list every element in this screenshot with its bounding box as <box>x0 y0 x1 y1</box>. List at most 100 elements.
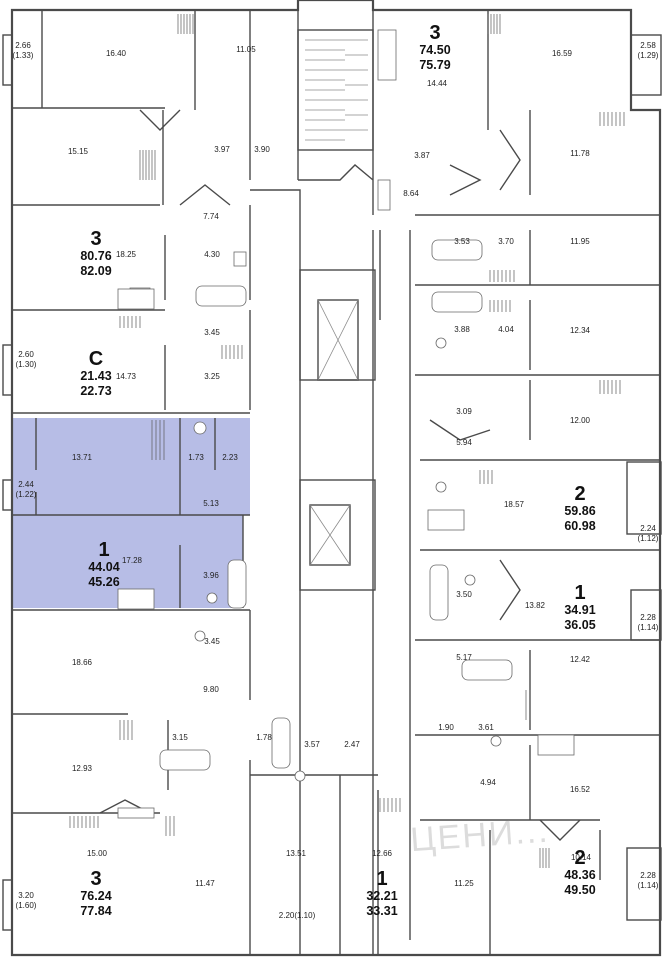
watermark: ЦЕНИ... <box>409 812 550 860</box>
room-area-label: 3.88 <box>454 325 470 334</box>
room-area-label: 3.96 <box>203 571 219 580</box>
room-area-label: 16.40 <box>106 49 127 58</box>
apartment-room-count: С <box>89 348 103 370</box>
apartment-room-count: 3 <box>90 228 101 250</box>
room-area-label: 3.90 <box>254 145 270 154</box>
apartment-living-area: 21.43 <box>80 369 111 383</box>
room-area-label: 2.66(1.33) <box>13 41 34 60</box>
apartment-total-area: 36.05 <box>564 618 595 632</box>
room-area-label: 3.50 <box>456 590 472 599</box>
room-area-label: 13.82 <box>525 601 546 610</box>
room-area-label: 3.15 <box>172 733 188 742</box>
room-area-label: 16.59 <box>552 49 573 58</box>
apartment-total-area: 77.84 <box>80 904 111 918</box>
room-area-label: 12.66 <box>372 849 393 858</box>
room-area-label: 3.45 <box>204 637 220 646</box>
room-area-label: 5.13 <box>203 499 219 508</box>
room-area-label: 18.57 <box>504 500 525 509</box>
room-area-label: 1.78 <box>256 733 272 742</box>
stair-treads <box>305 39 368 141</box>
core-walls <box>250 10 411 955</box>
radiator-hatches <box>69 14 625 868</box>
room-area-label: 2.23 <box>222 453 238 462</box>
room-area-label: 10.14 <box>571 853 592 862</box>
apartment-room-count: 3 <box>90 868 101 890</box>
apartment-room-count: 2 <box>574 847 585 869</box>
apartment-labels: 380.7682.09С21.4322.73144.0445.26376.247… <box>80 22 595 918</box>
apartment-total-area: 22.73 <box>80 384 111 398</box>
apartment-total-area: 45.26 <box>88 575 119 589</box>
apartment-living-area: 44.04 <box>88 560 119 574</box>
room-area-label: 11.95 <box>570 237 590 246</box>
room-area-label: 15.15 <box>68 147 89 156</box>
room-area-label: 18.25 <box>116 250 137 259</box>
apartment-total-area: 82.09 <box>80 264 111 278</box>
room-area-label: 11.05 <box>236 45 256 54</box>
apartment-total-area: 49.50 <box>564 883 595 897</box>
room-area-label: 11.47 <box>195 879 215 888</box>
room-area-label: 2.28(1.14) <box>638 871 659 890</box>
room-area-label: 2.24(1.12) <box>638 524 659 543</box>
room-area-label: 15.00 <box>87 849 108 858</box>
apartment-room-count: 2 <box>574 483 585 505</box>
room-area-label: 16.52 <box>570 785 591 794</box>
room-area-label: 1.73 <box>188 453 204 462</box>
room-area-label: 2.44(1.22) <box>16 480 37 499</box>
room-area-label: 13.51 <box>286 849 307 858</box>
room-area-label: 12.34 <box>570 326 591 335</box>
room-area-label: 14.73 <box>116 372 137 381</box>
apartment-total-area: 60.98 <box>564 519 595 533</box>
room-area-label: 1.90 <box>438 723 454 732</box>
apartment-living-area: 76.24 <box>80 889 111 903</box>
room-area-label: 12.93 <box>72 764 93 773</box>
room-area-label: 3.61 <box>478 723 494 732</box>
room-area-label: 3.45 <box>204 328 220 337</box>
apartment-total-area: 75.79 <box>419 58 450 72</box>
room-area-label: 2.60(1.30) <box>16 350 37 369</box>
apartment-living-area: 80.76 <box>80 249 111 263</box>
room-area-label: 3.87 <box>414 151 430 160</box>
apartment-room-count: 3 <box>429 22 440 44</box>
room-area-label: 12.00 <box>570 416 591 425</box>
apartment-total-area: 33.31 <box>366 904 397 918</box>
room-area-label: 3.53 <box>454 237 470 246</box>
room-area-label: 4.04 <box>498 325 514 334</box>
left-wing-walls <box>11 10 251 955</box>
room-area-label: 4.94 <box>480 778 496 787</box>
room-area-label: 3.09 <box>456 407 472 416</box>
room-area-label: 3.57 <box>304 740 320 749</box>
room-area-label: 2.47 <box>344 740 360 749</box>
room-area-label: 3.97 <box>214 145 230 154</box>
room-area-label: 3.20(1.60) <box>16 891 37 910</box>
room-area-label: 7.74 <box>203 212 219 221</box>
room-area-label: 9.80 <box>203 685 219 694</box>
apartment-living-area: 48.36 <box>564 868 595 882</box>
room-area-label: 11.25 <box>454 879 474 888</box>
room-area-label: 12.42 <box>570 655 591 664</box>
room-area-label: 2.28(1.14) <box>638 613 659 632</box>
apartment-living-area: 74.50 <box>419 43 450 57</box>
apartment-room-count: 1 <box>376 868 387 890</box>
room-area-label: 18.66 <box>72 658 93 667</box>
room-area-label: 11.78 <box>570 149 590 158</box>
room-area-label: 3.70 <box>498 237 514 246</box>
room-area-label: 5.17 <box>456 653 472 662</box>
room-area-label: 4.30 <box>204 250 220 259</box>
selected-apartment-highlight[interactable] <box>12 418 250 608</box>
plumbing-fixtures <box>117 29 575 819</box>
room-area-label: 3.25 <box>204 372 220 381</box>
room-area-label: 2.20(1.10) <box>279 911 316 920</box>
room-area-label: 8.64 <box>403 189 419 198</box>
